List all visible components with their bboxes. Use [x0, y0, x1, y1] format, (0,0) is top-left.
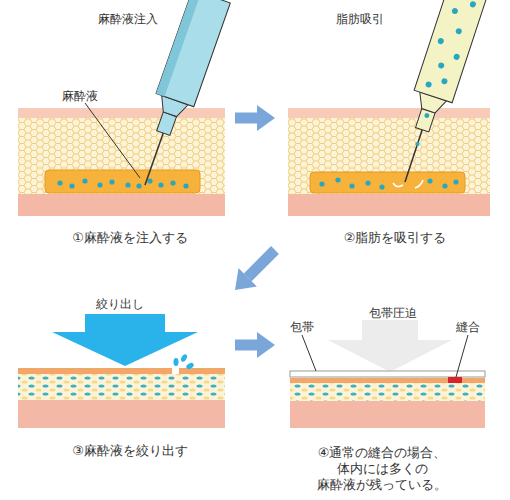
tissue-layers: [288, 108, 490, 216]
skin-layer: [18, 108, 225, 118]
illustration-label: 麻酔液注入: [98, 12, 158, 26]
illustration-label: 包帯圧迫: [369, 306, 417, 320]
pressure-arrow: [328, 320, 452, 372]
tissue-layers: [18, 368, 225, 428]
illustration-label: 縫合: [456, 320, 480, 334]
skin-layer: [290, 378, 485, 383]
fat-cavity: [310, 172, 465, 193]
anesthetic-dots: [57, 178, 188, 188]
syringe: [386, 0, 486, 188]
step-caption: ④通常の縫合の場合、 体内には多くの 麻酔液が残っている。: [307, 445, 457, 493]
muscle-layer: [288, 194, 490, 216]
muscle-layer: [290, 401, 485, 428]
step-caption: ①麻酔液を注入する: [25, 230, 235, 246]
spray-drops: [174, 353, 195, 370]
anesthetic-dots: [319, 177, 458, 189]
step-panel: ③麻酔液を絞り出す: [10, 290, 235, 500]
syringe-shade: [156, 0, 201, 96]
fat-cavity: [45, 170, 200, 193]
suture: [448, 377, 462, 383]
skin-layer: [18, 368, 225, 374]
leader-line: [85, 103, 140, 178]
press-arrow: [52, 314, 198, 366]
muscle-layer: [18, 194, 225, 216]
step-caption: ③麻酔液を絞り出す: [25, 443, 235, 459]
step-caption: ②脂肪を吸引する: [290, 230, 500, 246]
flow-arrow: [235, 340, 257, 351]
fat-layer: [290, 383, 485, 401]
step-panel: ①麻酔液を注入する: [10, 0, 235, 250]
illustration-label: 絞り出し: [96, 297, 144, 311]
syringe-body: [156, 0, 230, 107]
fat-layer: [18, 374, 225, 400]
step-panel: ②脂肪を吸引する: [275, 0, 500, 250]
illustration-label: 脂肪吸引: [336, 12, 384, 26]
suction-arrow: [415, 180, 423, 188]
fat-layer: [288, 118, 490, 194]
tissue-layers: [290, 371, 485, 428]
skin-layer: [288, 108, 490, 118]
leader-line: [456, 335, 468, 377]
flow-arrow: [235, 113, 257, 124]
needle: [405, 130, 422, 182]
fat-layer: [18, 118, 225, 194]
incision: [172, 368, 179, 374]
syringe-body: [414, 0, 486, 103]
syringe: [126, 0, 230, 192]
muscle-layer: [18, 400, 225, 428]
flow-arrow: [248, 250, 275, 277]
aspirated-dots: [405, 0, 478, 150]
illustration-label: 包帯: [290, 320, 314, 334]
tissue-layers: [18, 108, 225, 216]
illustration-label: 麻酔液: [62, 89, 98, 103]
leader-line: [302, 335, 316, 371]
suction-arrow: [393, 183, 403, 187]
needle: [145, 133, 163, 185]
